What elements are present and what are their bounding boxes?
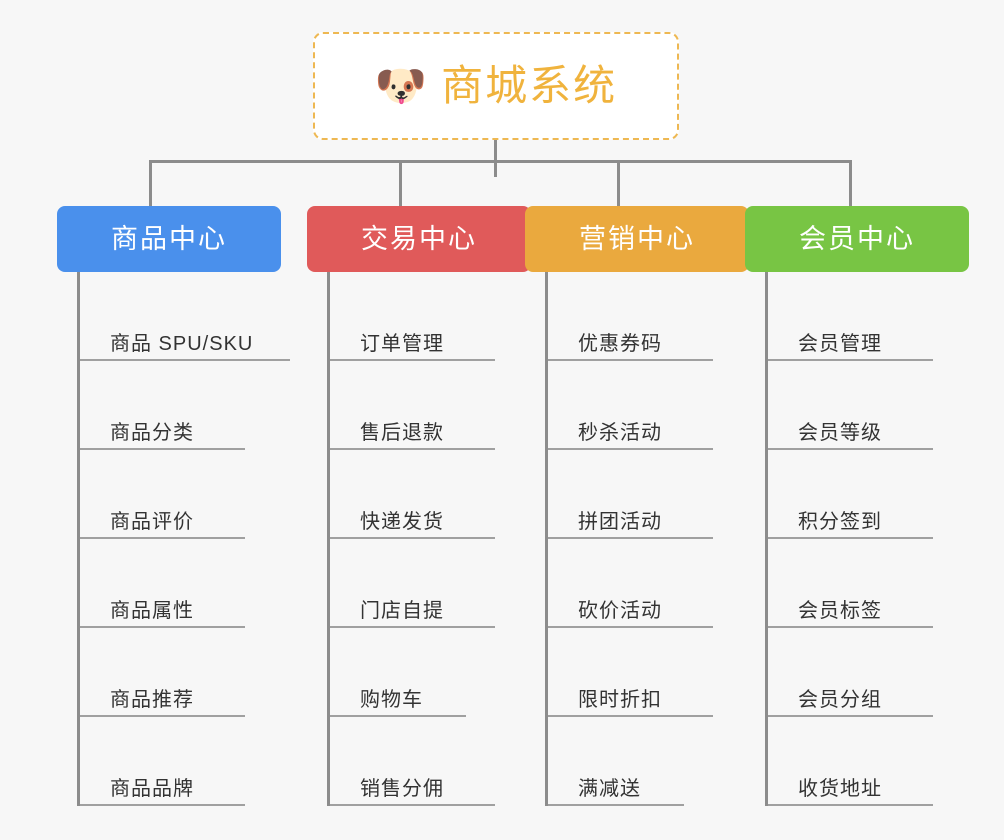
leaf-label: 会员标签 <box>798 600 882 622</box>
leaf-label: 订单管理 <box>360 333 444 355</box>
category-label: 会员中心 <box>799 223 915 254</box>
list-item[interactable]: 拼团活动 <box>548 450 749 539</box>
leaf-underline <box>768 715 933 717</box>
leaf-label: 购物车 <box>360 689 423 711</box>
column-member-center: 会员中心 会员管理 会员等级 积分签到 会员标签 会员分组 <box>745 206 969 806</box>
list-item[interactable]: 商品 SPU/SKU <box>80 272 290 361</box>
leaf-label: 商品推荐 <box>110 689 194 711</box>
leaf-label: 商品属性 <box>110 600 194 622</box>
shiba-dog-face-icon: 🐶 <box>374 62 428 109</box>
leaf-underline <box>548 715 713 717</box>
connector-horizontal-bus <box>149 160 852 163</box>
leaf-underline <box>330 448 495 450</box>
leaf-underline <box>548 626 713 628</box>
category-header-marketing-center[interactable]: 营销中心 <box>525 206 749 272</box>
list-item[interactable]: 会员等级 <box>768 361 969 450</box>
leaf-label: 积分签到 <box>798 511 882 533</box>
connector-root-stem <box>494 140 497 177</box>
leaf-label: 优惠券码 <box>578 333 662 355</box>
list-item[interactable]: 订单管理 <box>330 272 531 361</box>
column-product-center: 商品中心 商品 SPU/SKU 商品分类 商品评价 商品属性 商品推荐 <box>57 206 290 806</box>
leaf-underline <box>80 359 290 361</box>
column-marketing-center: 营销中心 优惠券码 秒杀活动 拼团活动 砍价活动 限时折扣 <box>525 206 749 806</box>
leaf-underline <box>330 804 495 806</box>
list-item[interactable]: 砍价活动 <box>548 539 749 628</box>
category-label: 交易中心 <box>361 223 477 254</box>
list-item[interactable]: 限时折扣 <box>548 628 749 717</box>
leaf-label: 会员管理 <box>798 333 882 355</box>
leaf-label: 商品品牌 <box>110 778 194 800</box>
list-item[interactable]: 满减送 <box>548 717 749 806</box>
list-item[interactable]: 快递发货 <box>330 450 531 539</box>
leaf-label: 售后退款 <box>360 422 444 444</box>
leaf-underline <box>80 626 245 628</box>
leaf-label: 砍价活动 <box>578 600 662 622</box>
category-header-product-center[interactable]: 商品中心 <box>57 206 281 272</box>
leaf-label: 限时折扣 <box>578 689 662 711</box>
root-title: 商城系统 <box>441 62 618 109</box>
list-item[interactable]: 门店自提 <box>330 539 531 628</box>
leaf-list-marketing-center: 优惠券码 秒杀活动 拼团活动 砍价活动 限时折扣 满减送 <box>545 272 749 806</box>
list-item[interactable]: 商品评价 <box>80 450 281 539</box>
list-item[interactable]: 销售分佣 <box>330 717 531 806</box>
list-item[interactable]: 商品品牌 <box>80 717 281 806</box>
connector-drop-2 <box>399 160 402 206</box>
leaf-label: 商品评价 <box>110 511 194 533</box>
leaf-underline <box>768 804 933 806</box>
list-item[interactable]: 商品属性 <box>80 539 281 628</box>
leaf-label: 门店自提 <box>360 600 444 622</box>
leaf-underline <box>768 359 933 361</box>
list-item[interactable]: 收货地址 <box>768 717 969 806</box>
leaf-underline <box>80 448 245 450</box>
leaf-underline <box>330 626 495 628</box>
category-label: 营销中心 <box>579 223 695 254</box>
leaf-underline <box>768 537 933 539</box>
leaf-label: 拼团活动 <box>578 511 662 533</box>
leaf-label: 收货地址 <box>798 778 882 800</box>
leaf-label: 会员等级 <box>798 422 882 444</box>
connector-drop-1 <box>149 160 152 206</box>
leaf-label: 销售分佣 <box>360 778 444 800</box>
list-item[interactable]: 会员标签 <box>768 539 969 628</box>
category-header-member-center[interactable]: 会员中心 <box>745 206 969 272</box>
list-item[interactable]: 购物车 <box>330 628 531 717</box>
list-item[interactable]: 积分签到 <box>768 450 969 539</box>
leaf-label: 会员分组 <box>798 689 882 711</box>
leaf-underline <box>80 537 245 539</box>
list-item[interactable]: 优惠券码 <box>548 272 749 361</box>
leaf-list-member-center: 会员管理 会员等级 积分签到 会员标签 会员分组 收货地址 <box>765 272 969 806</box>
list-item[interactable]: 售后退款 <box>330 361 531 450</box>
leaf-underline <box>548 804 684 806</box>
leaf-underline <box>768 448 933 450</box>
list-item[interactable]: 会员分组 <box>768 628 969 717</box>
leaf-label: 满减送 <box>578 778 641 800</box>
connector-drop-3 <box>617 160 620 206</box>
leaf-label: 秒杀活动 <box>578 422 662 444</box>
leaf-underline <box>330 537 495 539</box>
column-trade-center: 交易中心 订单管理 售后退款 快递发货 门店自提 购物车 <box>307 206 531 806</box>
leaf-underline <box>330 359 495 361</box>
leaf-underline <box>80 804 245 806</box>
category-header-trade-center[interactable]: 交易中心 <box>307 206 531 272</box>
list-item[interactable]: 秒杀活动 <box>548 361 749 450</box>
list-item[interactable]: 商品分类 <box>80 361 281 450</box>
connector-drop-4 <box>849 160 852 206</box>
leaf-underline <box>768 626 933 628</box>
root-node[interactable]: 🐶 商城系统 <box>313 32 679 140</box>
category-label: 商品中心 <box>111 223 227 254</box>
leaf-underline <box>330 715 466 717</box>
leaf-label: 商品 SPU/SKU <box>110 333 254 355</box>
leaf-underline <box>548 448 713 450</box>
leaf-underline <box>548 537 713 539</box>
leaf-underline <box>80 715 245 717</box>
leaf-label: 快递发货 <box>360 511 444 533</box>
list-item[interactable]: 商品推荐 <box>80 628 281 717</box>
list-item[interactable]: 会员管理 <box>768 272 969 361</box>
leaf-underline <box>548 359 713 361</box>
leaf-list-trade-center: 订单管理 售后退款 快递发货 门店自提 购物车 销售分佣 <box>327 272 531 806</box>
leaf-list-product-center: 商品 SPU/SKU 商品分类 商品评价 商品属性 商品推荐 商品品牌 <box>77 272 290 806</box>
leaf-label: 商品分类 <box>110 422 194 444</box>
